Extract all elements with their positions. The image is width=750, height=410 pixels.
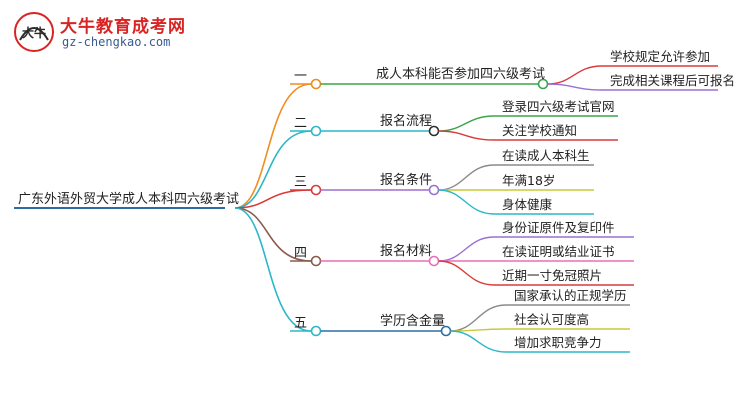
leaf-label[interactable]: 增加求职竞争力 — [514, 335, 602, 350]
branch-number: 三 — [294, 175, 307, 190]
leaf-connector — [438, 260, 495, 286]
branch-node-icon — [310, 184, 322, 196]
branch-connector — [234, 130, 312, 209]
leaf-label[interactable]: 关注学校通知 — [502, 123, 577, 138]
branch-label[interactable]: 成人本科能否参加四六级考试 — [376, 66, 545, 82]
branch-number: 一 — [294, 69, 307, 84]
branch-end-node-icon — [428, 184, 440, 196]
logo-mark-icon: 大牛 — [14, 12, 54, 52]
leaf-connector — [547, 83, 603, 91]
branch-connector — [234, 207, 312, 262]
leaf-label[interactable]: 身份证原件及复印件 — [502, 220, 615, 235]
leaf-label[interactable]: 社会认可度高 — [514, 312, 589, 327]
leaf-connector — [438, 130, 495, 141]
branch-end-node-icon — [537, 78, 549, 90]
leaf-label[interactable]: 登录四六级考试官网 — [502, 99, 615, 114]
logo-url: gz-chengkao.com — [62, 35, 171, 49]
branch-connector — [234, 207, 312, 332]
branch-label[interactable]: 报名材料 — [380, 243, 432, 259]
leaf-label[interactable]: 学校规定允许参加 — [610, 49, 710, 64]
logo-title: 大牛教育成考网 — [60, 17, 186, 37]
leaf-connector — [438, 115, 495, 132]
leaf-label[interactable]: 国家承认的正规学历 — [514, 288, 627, 303]
leaf-connector — [450, 330, 507, 353]
branch-number: 二 — [294, 116, 307, 131]
branch-node-icon — [310, 125, 322, 137]
leaf-connector — [438, 236, 495, 262]
branch-end-node-icon — [428, 255, 440, 267]
branch-label[interactable]: 学历含金量 — [380, 313, 445, 329]
branch-connector — [234, 83, 312, 209]
site-logo[interactable]: 大牛 大牛教育成考网 gz-chengkao.com — [12, 10, 232, 54]
leaf-connector — [438, 164, 495, 191]
branch-end-node-icon — [440, 325, 452, 337]
branch-end-node-icon — [428, 125, 440, 137]
branch-node-icon — [310, 255, 322, 267]
logo-glyph: 大牛 — [22, 25, 46, 40]
leaf-label[interactable]: 在读成人本科生 — [502, 148, 590, 163]
branch-node-icon — [310, 325, 322, 337]
leaf-label[interactable]: 在读证明或结业证书 — [502, 244, 615, 259]
branch-node-icon — [310, 78, 322, 90]
branch-number: 四 — [294, 246, 307, 261]
leaf-connector — [450, 304, 507, 332]
leaf-label[interactable]: 年满18岁 — [502, 173, 555, 188]
branch-label[interactable]: 报名流程 — [380, 113, 432, 129]
leaf-label[interactable]: 近期一寸免冠照片 — [502, 268, 602, 283]
leaf-label[interactable]: 身体健康 — [502, 197, 553, 212]
branch-label[interactable]: 报名条件 — [380, 172, 432, 188]
leaf-label[interactable]: 完成相关课程后可报名 — [610, 73, 735, 88]
leaf-connector — [547, 65, 603, 85]
branch-number: 五 — [294, 316, 307, 331]
root-topic-label[interactable]: 广东外语外贸大学成人本科四六级考试 — [18, 191, 239, 207]
leaf-connector — [438, 189, 495, 215]
